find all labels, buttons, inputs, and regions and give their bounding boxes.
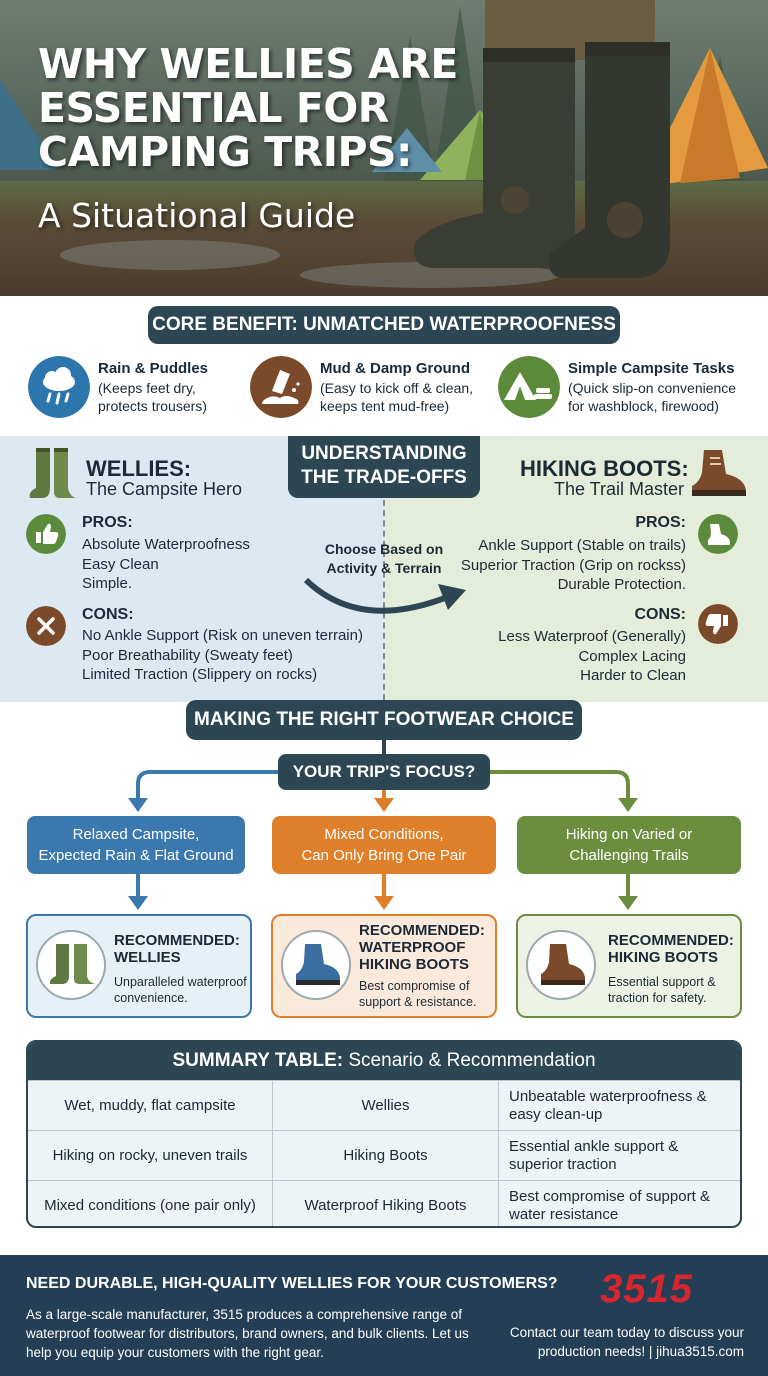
hiking-boot-icon	[526, 930, 596, 1000]
recommendation-wellies: RECOMMENDED:WELLIES Unparalleled waterpr…	[26, 914, 252, 1018]
boots-subheading: The Trail Master	[553, 479, 684, 499]
option-relaxed-campsite: Relaxed Campsite,Expected Rain & Flat Gr…	[27, 816, 245, 874]
hero-banner: WHY WELLIES ARE ESSENTIAL FOR CAMPING TR…	[0, 0, 768, 296]
recommendation-hiking-boots: RECOMMENDED:HIKING BOOTS Essential suppo…	[516, 914, 742, 1018]
boots-heading: HIKING BOOTS:	[520, 456, 689, 481]
decision-title: MAKING THE RIGHT FOOTWEAR CHOICE	[186, 700, 582, 740]
brand-logo: 3515	[600, 1267, 693, 1311]
boots-cons-list: Less Waterproof (Generally) Complex Laci…	[498, 628, 686, 684]
blue-tent-icon	[0, 80, 60, 170]
page-title: WHY WELLIES ARE ESSENTIAL FOR CAMPING TR…	[38, 40, 458, 176]
panel-divider	[383, 500, 385, 700]
benefit-rain: Rain & Puddles (Keeps feet dry,protects …	[28, 356, 248, 420]
cell-reason: Essential ankle support &superior tracti…	[498, 1131, 740, 1180]
table-row: Hiking on rocky, uneven trails Hiking Bo…	[28, 1130, 740, 1180]
page-subtitle: A Situational Guide	[38, 196, 356, 235]
core-benefit-title: CORE BENEFIT: UNMATCHED WATERPROOFNESS	[148, 306, 620, 344]
puddle	[60, 240, 280, 270]
wellies-icon	[36, 930, 106, 1000]
table-row: Wet, muddy, flat campsite Wellies Unbeat…	[28, 1080, 740, 1130]
muddy-wellies-icon	[414, 0, 670, 278]
curved-arrow-icon	[303, 577, 466, 614]
footer-heading: NEED DURABLE, HIGH-QUALITY WELLIES FOR Y…	[26, 1275, 558, 1292]
thumbs-up-icon	[26, 514, 66, 554]
blue-tent-icon	[372, 128, 442, 172]
benefit-title: Rain & Puddles	[98, 360, 209, 377]
decision-connectors	[128, 740, 638, 910]
benefit-campsite: Simple Campsite Tasks (Quick slip-on con…	[498, 356, 760, 420]
wellies-cons-list: No Ankle Support (Risk on uneven terrain…	[82, 627, 363, 683]
waterproof-boot-icon	[281, 930, 351, 1000]
thumbs-down-icon	[698, 604, 738, 644]
footer-body: As a large-scale manufacturer, 3515 prod…	[26, 1307, 469, 1360]
orange-tent-icon	[640, 48, 768, 188]
summary-table: SUMMARY TABLE: Scenario & Recommendation…	[26, 1040, 742, 1228]
boots-pros-list: Ankle Support (Stable on trails) Superio…	[460, 537, 686, 593]
rec-description: Essential support &traction for safety.	[608, 975, 716, 1005]
cell-reason: Unbeatable waterproofness &easy clean-up	[498, 1081, 740, 1130]
mud-boot-icon	[250, 356, 312, 418]
trip-focus-question: YOUR TRIP'S FOCUS?	[278, 754, 490, 790]
summary-table-title: SUMMARY TABLE: Scenario & Recommendation	[28, 1042, 740, 1080]
wellies-cons-label: CONS:	[82, 606, 134, 623]
cell-recommendation: Waterproof Hiking Boots	[272, 1181, 498, 1226]
option-mixed-conditions: Mixed Conditions,Can Only Bring One Pair	[272, 816, 496, 874]
benefit-desc: (Easy to kick off & clean,keeps tent mud…	[320, 380, 474, 414]
benefit-title: Simple Campsite Tasks	[568, 360, 735, 377]
benefit-mud: Mud & Damp Ground (Easy to kick off & cl…	[250, 356, 490, 420]
cell-scenario: Hiking on rocky, uneven trails	[52, 1147, 248, 1164]
cross-icon	[26, 606, 66, 646]
cell-scenario: Mixed conditions (one pair only)	[44, 1197, 256, 1214]
rec-heading: RECOMMENDED:HIKING BOOTS	[608, 932, 734, 966]
hiking-boot-icon	[692, 450, 746, 496]
rec-heading: RECOMMENDED:WELLIES	[114, 932, 240, 966]
wellies-pros-label: PROS:	[82, 514, 133, 531]
cell-scenario: Wet, muddy, flat campsite	[64, 1097, 236, 1114]
wellies-heading: WELLIES:	[86, 456, 192, 481]
wellies-subheading: The Campsite Hero	[86, 479, 243, 499]
green-wellies-icon	[29, 448, 78, 498]
benefit-desc: (Keeps feet dry,protects trousers)	[98, 380, 207, 414]
wellies-pros-list: Absolute Waterproofness Easy Clean Simpl…	[82, 536, 250, 592]
boots-pros-label: PROS:	[635, 514, 686, 531]
boot-check-icon	[698, 514, 738, 554]
cell-recommendation: Hiking Boots	[272, 1131, 498, 1180]
footer-cta: NEED DURABLE, HIGH-QUALITY WELLIES FOR Y…	[0, 1255, 768, 1376]
boots-cons-label: CONS:	[634, 606, 686, 623]
benefit-title: Mud & Damp Ground	[320, 360, 470, 377]
campsite-tent-icon	[498, 356, 560, 418]
cell-recommendation: Wellies	[272, 1081, 498, 1130]
cell-reason: Best compromise of support &water resist…	[498, 1181, 740, 1226]
table-row: Mixed conditions (one pair only) Waterpr…	[28, 1180, 740, 1226]
rain-cloud-icon	[28, 356, 90, 418]
